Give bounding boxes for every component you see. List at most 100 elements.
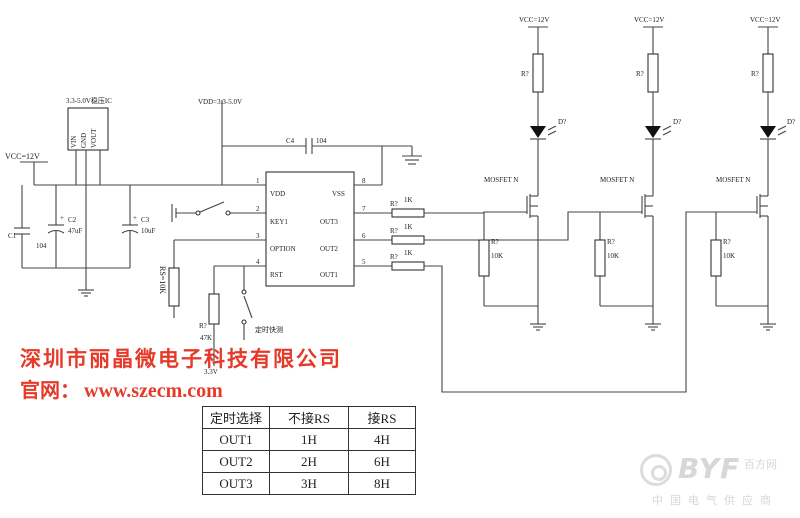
regulator-ic: 3.3-5.0V稳压IC VIN GND VOUT [66, 96, 112, 290]
ch3-vcc: VCC=12V [750, 16, 780, 24]
ch1-rpull: R? [491, 238, 499, 246]
website-label: 官网： [20, 378, 80, 402]
ch2-rpull: R? [607, 238, 615, 246]
gate-resistors: R? 1K R? 1K R? 1K [390, 196, 425, 271]
c4-value: 104 [316, 137, 327, 145]
watermark-sub: 百方网 [744, 458, 777, 471]
regulator-label: 3.3-5.0V稳压IC [66, 96, 112, 105]
watermark-caption: 中国电气供应商 [652, 494, 778, 507]
c1-name: C1 [8, 232, 17, 240]
table-row: OUT2 2H 6H [202, 450, 416, 473]
table-header-row: 定时选择 不接RS 接RS [202, 406, 416, 429]
pin1-num: 1 [256, 177, 260, 185]
v33-label: 3.3V [204, 368, 218, 376]
capacitor-c1: C1 104 [8, 185, 47, 268]
r1k-1-value: 1K [404, 196, 413, 204]
r1k-1-ref: R? [390, 200, 398, 208]
vdd-label: VDD=3.3-5.0V [198, 98, 242, 106]
pin8-name: VSS [332, 190, 345, 198]
rs-resistor: RS=10K [158, 240, 180, 318]
pin6-name: OUT2 [320, 245, 338, 253]
ch1-rtop: R? [521, 70, 529, 78]
reset-network: R? 47K 3.3V 定时快测 [199, 266, 283, 376]
table-cell: OUT3 [202, 472, 270, 495]
rs-label: RS=10K [158, 266, 167, 294]
r47k-ref: R? [199, 322, 207, 330]
channel-3: VCC=12V R? D? MOSFET N R? 10K [710, 16, 795, 331]
r1k-2-value: 1K [404, 223, 413, 231]
table-cell: 6H [348, 450, 416, 473]
pin2-num: 2 [256, 205, 260, 213]
pin5-num: 5 [362, 258, 366, 266]
c3-plus: + [133, 214, 137, 222]
timer-chip: 1 VDD 2 KEY1 3 OPTION 4 RST 8 VSS 7 OUT3… [174, 171, 392, 287]
ch1-rpull-value: 10K [491, 252, 503, 260]
table-cell: 3H [269, 472, 349, 495]
regulator-pin-vout: VOUT [90, 128, 98, 148]
pin1-name: VDD [270, 190, 285, 198]
c3-name: C3 [141, 216, 150, 224]
regulator-pin-gnd: GND [80, 133, 88, 148]
timer-table: 定时选择 不接RS 接RS OUT1 1H 4H OUT2 2H 6H OUT3… [202, 406, 416, 495]
c2-name: C2 [68, 216, 77, 224]
c3-value: 10uF [141, 227, 156, 235]
watermark-brand: BYF [678, 452, 741, 485]
table-row: OUT3 3H 8H [202, 472, 416, 495]
pin3-num: 3 [256, 232, 260, 240]
c2-plus: + [60, 214, 64, 222]
pin2-name: KEY1 [270, 218, 288, 226]
ch3-mosfet: MOSFET N [716, 176, 750, 184]
timer-switch-label: 定时快测 [255, 325, 283, 334]
ch1-mosfet: MOSFET N [484, 176, 518, 184]
regulator-pin-vin: VIN [70, 136, 78, 148]
ch3-rpull-value: 10K [723, 252, 735, 260]
pin5-name: OUT1 [320, 271, 338, 279]
ch3-led: D? [787, 118, 795, 126]
channel-1: VCC=12V R? D? MOSFET N R? 10K [478, 16, 566, 331]
table-row: OUT1 1H 4H [202, 428, 416, 451]
pin4-num: 4 [256, 258, 260, 266]
company-name: 深圳市丽晶微电子科技有限公司 [20, 347, 342, 371]
pin7-name: OUT3 [320, 218, 338, 226]
c2-value: 47uF [68, 227, 83, 235]
r1k-3-value: 1K [404, 249, 413, 257]
table-cell: 2H [269, 450, 349, 473]
table-cell: OUT1 [202, 428, 270, 451]
pin7-num: 7 [362, 205, 366, 213]
table-header: 定时选择 [202, 406, 270, 429]
c1-value: 104 [36, 242, 47, 250]
byf-logo-icon [640, 454, 672, 486]
c4-name: C4 [286, 137, 295, 145]
pin6-num: 6 [362, 232, 366, 240]
table-cell: 1H [269, 428, 349, 451]
r47k-value: 47K [200, 334, 212, 342]
r1k-3-ref: R? [390, 253, 398, 261]
website-line: 官网：www.szecm.com [20, 374, 223, 403]
ch2-mosfet: MOSFET N [600, 176, 634, 184]
ch1-vcc: VCC=12V [519, 16, 549, 24]
pin3-name: OPTION [270, 245, 296, 253]
r1k-2-ref: R? [390, 227, 398, 235]
key-switch [171, 201, 232, 222]
ground-symbol [78, 289, 94, 297]
vcc-input: VCC=12V [5, 152, 232, 186]
website-url[interactable]: www.szecm.com [84, 380, 223, 402]
pin4-name: RST [270, 271, 284, 279]
capacitor-c3: + C3 10uF [121, 185, 156, 268]
ch1-led: D? [558, 118, 566, 126]
table-cell: 4H [348, 428, 416, 451]
ch3-rpull: R? [723, 238, 731, 246]
gate-routing [424, 211, 757, 393]
ch2-rtop: R? [636, 70, 644, 78]
capacitor-c2: + C2 47uF [47, 185, 83, 268]
vcc-left-label: VCC=12V [5, 152, 40, 161]
vdd-rail: VDD=3.3-5.0V C4 104 [198, 98, 422, 185]
ch2-vcc: VCC=12V [634, 16, 664, 24]
channel-2: VCC=12V R? D? MOSFET N R? 10K [594, 16, 681, 331]
table-cell: 8H [348, 472, 416, 495]
ch3-rtop: R? [751, 70, 759, 78]
table-header: 接RS [348, 406, 416, 429]
table-cell: OUT2 [202, 450, 270, 473]
watermark: BYF 百方网 中国电气供应商 [640, 452, 790, 514]
table-header: 不接RS [269, 406, 349, 429]
